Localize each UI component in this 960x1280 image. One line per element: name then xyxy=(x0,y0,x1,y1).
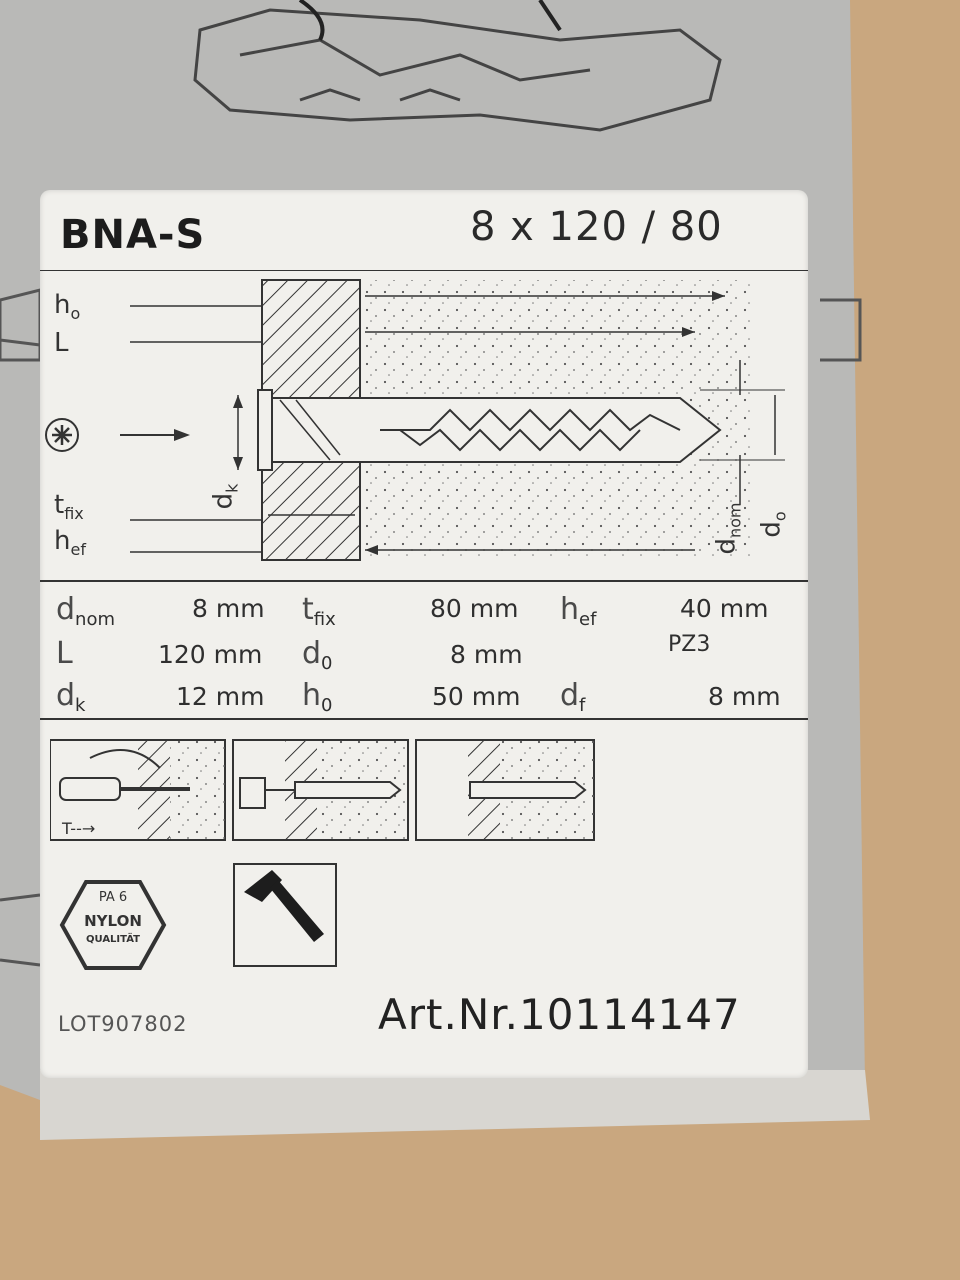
step-fixed xyxy=(415,739,595,841)
screwdriver-icon xyxy=(239,777,295,809)
spec-sym-d0: d0 xyxy=(302,636,333,674)
spec-sym-hef: hef xyxy=(560,592,597,630)
dim-label-d0: do xyxy=(756,511,790,538)
nylon-badge-text: PA 6 NYLON QUALITÄT xyxy=(84,890,142,945)
step-insert xyxy=(232,739,409,841)
dim-label-tfix: tfix xyxy=(54,490,84,523)
pozidriv-icon xyxy=(45,418,79,452)
dim-label-dk: dk xyxy=(208,483,242,510)
spec-val-L: 120 mm xyxy=(158,640,263,669)
nylon-badge xyxy=(59,880,167,970)
svg-text:T--→: T--→ xyxy=(61,819,95,838)
spec-val-d0: 8 mm xyxy=(450,640,523,669)
dowel-head xyxy=(257,389,273,471)
product-name: BNA-S xyxy=(60,212,206,258)
installation-steps: T--→ xyxy=(50,739,595,841)
spec-sym-df: df xyxy=(560,678,586,716)
spec-val-df: 8 mm xyxy=(708,682,781,711)
article-number: Art.Nr.10114147 xyxy=(378,990,741,1039)
spec-sym-h0: h0 xyxy=(302,678,333,716)
dim-label-L: L xyxy=(54,328,69,358)
spec-val-h0: 50 mm xyxy=(432,682,521,711)
dim-label-hef: hef xyxy=(54,526,86,559)
spec-sym-tfix: tfix xyxy=(302,592,336,630)
dowel-cross-section-drawing xyxy=(40,270,808,561)
drill-icon xyxy=(59,749,190,801)
dim-label-h0: ho xyxy=(54,290,81,323)
spec-val-drive: PZ3 xyxy=(668,632,711,657)
spec-table: dnom 8 mm tfix 80 mm hef 40 mm L 120 mm … xyxy=(40,580,808,728)
size-spec: 8 x 120 / 80 xyxy=(470,204,723,250)
dowel-body xyxy=(271,397,722,463)
product-label: BNA-S 8 x 120 / 80 xyxy=(40,190,808,1078)
hammer-icon xyxy=(233,863,337,967)
spec-val-tfix: 80 mm xyxy=(430,594,519,623)
lot-number: LOT907802 xyxy=(58,1012,188,1036)
spec-val-hef: 40 mm xyxy=(680,594,769,623)
step-drill: T--→ xyxy=(50,739,226,841)
spec-val-dk: 12 mm xyxy=(176,682,265,711)
dim-label-dnom: dnom xyxy=(711,502,745,555)
spec-val-dnom: 8 mm xyxy=(192,594,265,623)
arrow-right-icon xyxy=(120,429,190,441)
spec-sym-dk: dk xyxy=(56,678,86,716)
spec-sym-dnom: dnom xyxy=(56,592,116,630)
spec-sym-L: L xyxy=(56,636,73,671)
